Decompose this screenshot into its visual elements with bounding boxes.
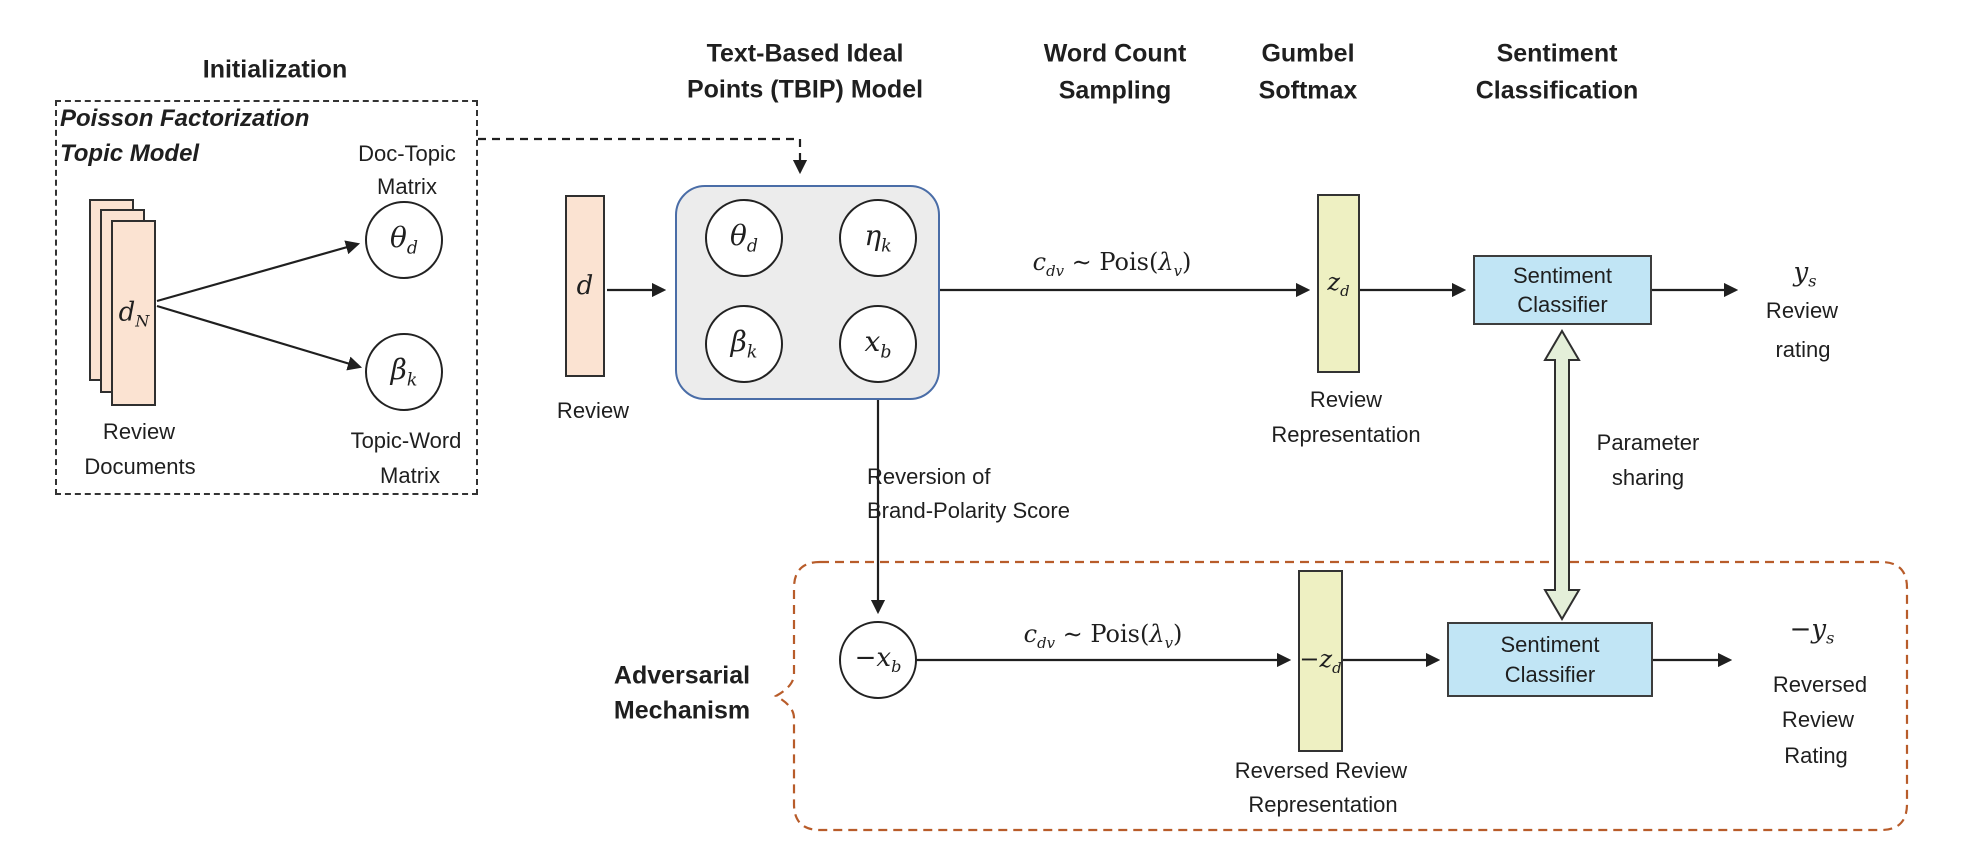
- sentiment-classifier-box-bottom: Sentiment Classifier: [1447, 622, 1653, 697]
- reversed-review-representation-bar: −zd: [1298, 570, 1343, 752]
- review-representation-caption-line1: Review: [1309, 387, 1383, 412]
- review-rating-caption-line2: rating: [1775, 337, 1831, 362]
- reversed-rating-caption-line1: Reversed: [1772, 672, 1868, 697]
- review-rating-caption-line1: Review: [1765, 298, 1839, 323]
- ys-output-label: ys: [1793, 257, 1817, 291]
- word-count-formula-top: cdv ∼ Pois(λv): [1032, 248, 1192, 280]
- review-documents-stack-icon: [89, 199, 156, 406]
- doc-stack-label: dN: [118, 297, 150, 331]
- poisson-factorization-label-line1: Poisson Factorization: [60, 105, 310, 132]
- adversarial-dashed-box: [773, 560, 1909, 832]
- header-tbip-line2: Points (TBIP) Model: [686, 75, 924, 104]
- header-sentiment-line1: Sentiment: [1496, 39, 1618, 68]
- review-input-caption: Review: [556, 398, 630, 423]
- parameter-sharing-arrow: [1543, 329, 1581, 621]
- reversed-rating-caption-line2: Review: [1781, 707, 1855, 732]
- beta-node-tbip: βk: [705, 305, 783, 383]
- review-input-bar: d: [565, 195, 605, 377]
- parameter-sharing-label-line2: sharing: [1611, 465, 1685, 490]
- reversed-rating-caption-line3: Rating: [1784, 743, 1848, 768]
- doc-topic-matrix-caption-line2: Matrix: [377, 174, 437, 199]
- word-count-formula-bottom: cdv ∼ Pois(λv): [1023, 620, 1183, 652]
- adversarial-mechanism-label-line1: Adversarial: [613, 661, 751, 690]
- reversed-representation-caption-line1: Reversed Review: [1234, 758, 1408, 783]
- doc-topic-matrix-caption-line1: Doc-Topic: [358, 141, 456, 166]
- reversion-caption-line2: Brand-Polarity Score: [867, 498, 1070, 523]
- header-sentiment-line2: Classification: [1475, 76, 1639, 105]
- header-word-count-line1: Word Count: [1043, 39, 1187, 68]
- header-initialization: Initialization: [202, 55, 348, 84]
- arrow-docs-to-beta: [156, 304, 363, 371]
- poisson-factorization-label-line2: Topic Model: [60, 140, 200, 167]
- neg-ys-output-label: −ys: [1789, 614, 1835, 648]
- topic-word-matrix-caption-line2: Matrix: [380, 463, 440, 488]
- theta-node-initialization: θd: [365, 201, 443, 279]
- theta-node-tbip: θd: [705, 199, 783, 277]
- arrow-initialization-to-tbip: [478, 137, 808, 175]
- adversarial-mechanism-label-line2: Mechanism: [613, 696, 751, 725]
- initialization-dashed-box: [55, 100, 478, 495]
- reversion-caption-line1: Reversion of: [867, 464, 991, 489]
- header-gumbel-line1: Gumbel: [1261, 39, 1355, 68]
- beta-node-initialization: βk: [365, 333, 443, 411]
- header-tbip-line1: Text-Based Ideal: [706, 39, 904, 68]
- topic-word-matrix-caption-line1: Topic-Word: [350, 428, 462, 453]
- eta-node-tbip: ηk: [839, 199, 917, 277]
- sentiment-classifier-box-top: Sentiment Classifier: [1473, 255, 1652, 325]
- header-word-count-line2: Sampling: [1058, 76, 1172, 105]
- header-gumbel-line2: Softmax: [1258, 76, 1358, 105]
- parameter-sharing-label-line1: Parameter: [1596, 430, 1700, 455]
- review-documents-caption-line1: Review: [102, 419, 176, 444]
- review-documents-caption-line2: Documents: [84, 454, 196, 479]
- review-representation-caption-line2: Representation: [1271, 422, 1421, 447]
- review-representation-bar: zd: [1317, 194, 1360, 373]
- neg-xb-node: −xb: [839, 621, 917, 699]
- arrow-docs-to-theta: [156, 240, 361, 303]
- xb-node-tbip: xb: [839, 305, 917, 383]
- reversed-representation-caption-line2: Representation: [1248, 792, 1398, 817]
